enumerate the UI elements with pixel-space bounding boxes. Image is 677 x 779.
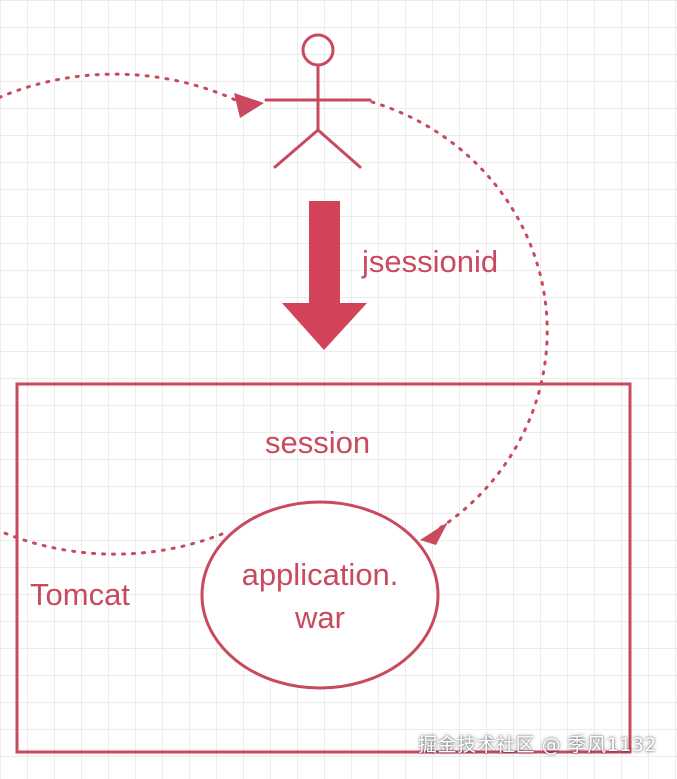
- application-label-line2: war: [294, 600, 345, 635]
- arrowhead-to-user-icon: [234, 93, 264, 118]
- application-label-line1: application.: [242, 557, 399, 592]
- application-ellipse: [200, 500, 440, 690]
- down-arrow-icon: [282, 201, 367, 350]
- watermark-text: 掘金技术社区 @ 季风1132: [418, 734, 657, 756]
- arrowhead-to-app-icon: [420, 522, 448, 545]
- dotted-request-path: [370, 100, 549, 530]
- tomcat-box: [15, 382, 632, 754]
- dotted-return-path: [0, 72, 246, 556]
- stick-figure-icon: [264, 33, 372, 169]
- jsessionid-label: jsessionid: [361, 244, 498, 279]
- tomcat-label: Tomcat: [30, 577, 130, 612]
- session-label: session: [265, 425, 370, 460]
